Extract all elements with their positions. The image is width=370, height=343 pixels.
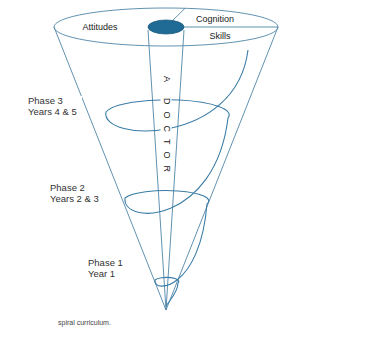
sector-label: Cognition — [196, 14, 234, 24]
phase-label: Phase 3 Years 4 & 5 — [28, 96, 82, 118]
cone-rim — [54, 8, 278, 46]
sector-label: Skills — [209, 31, 230, 41]
cone-side — [54, 27, 166, 310]
figure-caption: spiral curriculum. — [58, 319, 111, 327]
sector-label: Attitudes — [82, 22, 117, 32]
cone-side — [166, 27, 278, 310]
band-label: A DOCTOR — [161, 69, 172, 179]
core-oval — [148, 20, 184, 34]
phase-label: Phase 2 Years 2 & 3 — [50, 183, 104, 205]
phase-label: Phase 1 Year 1 — [88, 258, 142, 280]
